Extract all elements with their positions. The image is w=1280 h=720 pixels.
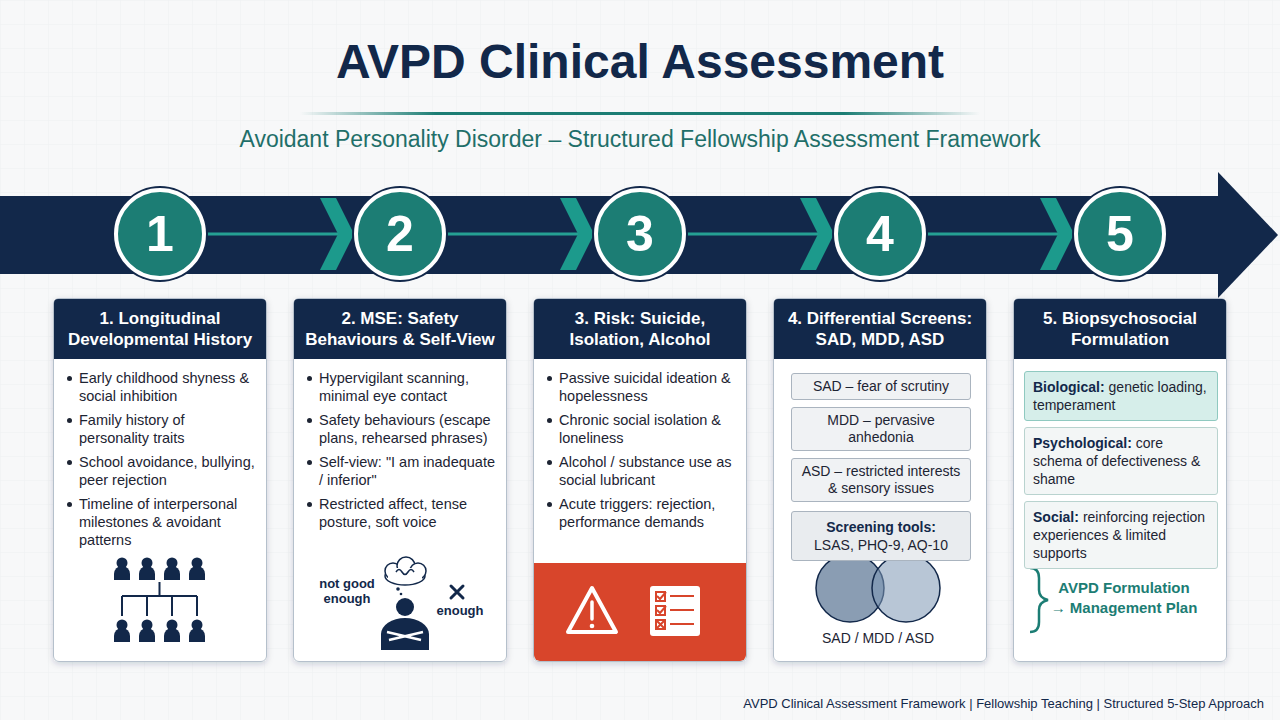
figure-label: enough bbox=[432, 603, 488, 618]
chevron-head bbox=[1040, 198, 1074, 270]
bullet-list: Passive suicidal ideation & hopelessness… bbox=[534, 359, 746, 531]
card-heading: 4. Differential Screens: SAD, MDD, ASD bbox=[774, 299, 986, 359]
bullet-item: Acute triggers: rejection, performance d… bbox=[546, 495, 736, 531]
bullet-item: Timeline of interpersonal milestones & a… bbox=[66, 495, 256, 549]
formulation-text: Biological:genetic loading, temperament bbox=[1033, 378, 1209, 414]
bullet-item: Hypervigilant scanning, minimal eye cont… bbox=[306, 369, 496, 405]
chevron-head bbox=[320, 198, 354, 270]
differential-text: ASD – restricted interests & sensory iss… bbox=[798, 463, 964, 497]
figure-label: not good enough bbox=[316, 576, 378, 606]
step-card: 4. Differential Screens: SAD, MDD, ASD SA… bbox=[773, 298, 987, 662]
card-heading: 3. Risk: Suicide, Isolation, Alcohol bbox=[534, 299, 746, 359]
risk-alert-bar bbox=[534, 563, 746, 661]
differential-box: ASD – restricted interests & sensory iss… bbox=[791, 458, 971, 502]
venn-label: SAD / MDD / ASD bbox=[800, 630, 956, 646]
bullet-item: Alcohol / substance use as social lubric… bbox=[546, 453, 736, 489]
bullet-item: Restricted affect, tense posture, soft v… bbox=[306, 495, 496, 531]
screening-box: Screening tools:LSAS, PHQ-9, AQ-10 bbox=[791, 511, 971, 561]
card-heading: 5. Biopsychosocial Formulation bbox=[1014, 299, 1226, 359]
step-number: 2 bbox=[386, 209, 414, 259]
step-card: 3. Risk: Suicide, Isolation, AlcoholPass… bbox=[533, 298, 747, 662]
bullet-item: Family history of personality traits bbox=[66, 411, 256, 447]
step-circle: 3 bbox=[594, 188, 686, 280]
family-tree-icon bbox=[114, 558, 205, 643]
connector-line bbox=[446, 233, 586, 236]
formulation-box: Social:reinforcing rejection experiences… bbox=[1024, 501, 1218, 569]
connector-line bbox=[206, 233, 346, 236]
connector-line bbox=[926, 233, 1066, 236]
differential-text: MDD – pervasive anhedonia bbox=[798, 412, 964, 446]
caption: AVPD Clinical Assessment Framework | Fel… bbox=[743, 696, 1264, 711]
diagram-title: AVPD Clinical Assessment bbox=[0, 34, 1280, 89]
band-arrowhead bbox=[1218, 172, 1278, 298]
step-number: 1 bbox=[146, 209, 174, 259]
differential-box: MDD – pervasive anhedonia bbox=[791, 407, 971, 451]
subtitle: Avoidant Personality Disorder – Structur… bbox=[140, 126, 1140, 153]
bullet-item: Early childhood shyness & social inhibit… bbox=[66, 369, 256, 405]
step-number: 4 bbox=[866, 209, 894, 259]
differential-text: SAD – fear of scrutiny bbox=[798, 378, 964, 395]
flow-connector bbox=[446, 198, 594, 270]
title-underline bbox=[300, 112, 980, 115]
step-number: 3 bbox=[626, 209, 654, 259]
screening-tools: LSAS, PHQ-9, AQ-10 bbox=[798, 536, 964, 554]
bullet-item: Safety behaviours (escape plans, rehears… bbox=[306, 411, 496, 447]
formulation-box: Psychological:core schema of defectivene… bbox=[1024, 427, 1218, 495]
formulation-domain: Psychological: bbox=[1033, 435, 1132, 451]
formulation-text: Psychological:core schema of defectivene… bbox=[1033, 434, 1209, 488]
step-circle: 5 bbox=[1074, 188, 1166, 280]
formulation-bracket bbox=[1030, 568, 1048, 632]
flow-connector bbox=[686, 198, 834, 270]
chevron-head bbox=[800, 198, 834, 270]
bullet-item: Passive suicidal ideation & hopelessness bbox=[546, 369, 736, 405]
formulation-domain: Biological: bbox=[1033, 379, 1105, 395]
formulation-text: Social:reinforcing rejection experiences… bbox=[1033, 508, 1209, 562]
formulation-box: Biological:genetic loading, temperament bbox=[1024, 371, 1218, 421]
flow-connector bbox=[206, 198, 354, 270]
card-heading: 1. Longitudinal Developmental History bbox=[54, 299, 266, 359]
flow-connector bbox=[926, 198, 1074, 270]
step-number: 5 bbox=[1106, 209, 1134, 259]
step-circle: 1 bbox=[114, 188, 206, 280]
step-card: 1. Longitudinal Developmental HistoryEar… bbox=[53, 298, 267, 662]
formulation-outcome: AVPD Formulation → Management Plan bbox=[1050, 578, 1198, 618]
bullet-item: School avoidance, bullying, peer rejecti… bbox=[66, 453, 256, 489]
step-circle: 2 bbox=[354, 188, 446, 280]
card-grounds bbox=[53, 298, 1227, 662]
differential-box: SAD – fear of scrutiny bbox=[791, 373, 971, 400]
step-circle: 4 bbox=[834, 188, 926, 280]
venn-diagram bbox=[816, 554, 940, 622]
bullet-item: Chronic social isolation & loneliness bbox=[546, 411, 736, 447]
connector-line bbox=[686, 233, 826, 236]
card-heading: 2. MSE: Safety Behaviours & Self-View bbox=[294, 299, 506, 359]
formulation-domain: Social: bbox=[1033, 509, 1079, 525]
bullet-list: Hypervigilant scanning, minimal eye cont… bbox=[294, 359, 506, 531]
chevron-head bbox=[560, 198, 594, 270]
bullet-item: Self-view: "I am inadequate / inferior" bbox=[306, 453, 496, 489]
bullet-list: Early childhood shyness & social inhibit… bbox=[54, 359, 266, 549]
screening-heading: Screening tools: bbox=[798, 518, 964, 536]
